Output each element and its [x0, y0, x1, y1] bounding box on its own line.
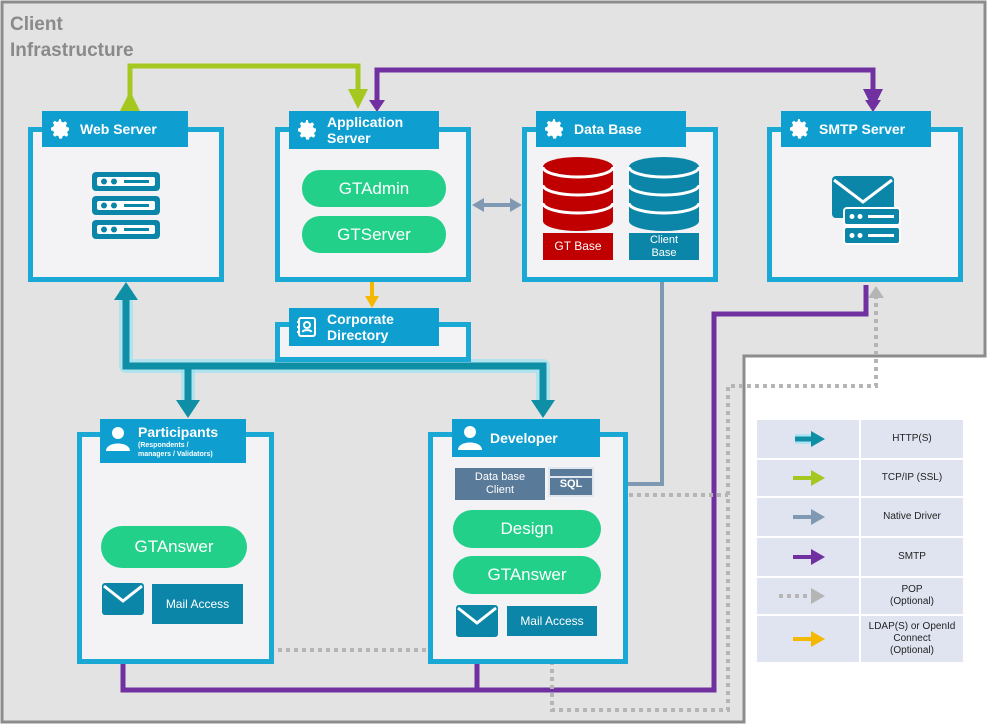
participants-subtitle: (Respondents /managers / Validators) — [138, 442, 213, 458]
legend-row-ldap: LDAP(S) or OpenId Connect (Optional) — [757, 616, 963, 662]
legend-label: Native Driver — [883, 511, 941, 522]
gear-icon — [51, 119, 69, 139]
user-icon — [458, 426, 482, 450]
gt-base-database-icon — [541, 157, 615, 231]
sql-label: SQL — [559, 478, 583, 490]
https-connector — [114, 282, 555, 418]
legend-label: POP (Optional) — [890, 584, 934, 607]
database-header: Data Base — [536, 111, 686, 147]
smtp-connector-top — [374, 67, 883, 109]
legend-row-tcpip: TCP/IP (SSL) — [757, 460, 963, 496]
mail-icon — [456, 605, 498, 637]
participants-mail-access: Mail Access — [152, 584, 243, 624]
developer-title: Developer — [490, 430, 558, 446]
pop-connector — [550, 295, 878, 712]
mail-server-icon — [832, 176, 901, 245]
developer-mail-access: Mail Access — [507, 606, 597, 636]
gt-base-label: GT Base — [543, 233, 613, 260]
legend-label: HTTP(S) — [892, 433, 932, 444]
legend-row-https: HTTP(S) — [757, 420, 963, 458]
gear-icon — [298, 120, 316, 140]
server-icon — [92, 172, 160, 239]
legend-row-smtp: SMTP — [757, 538, 963, 576]
client-base-database-icon — [627, 157, 701, 231]
gtserver-pill: GTServer — [302, 216, 446, 253]
address-book-icon — [297, 317, 316, 337]
smtp-connector-bottom — [120, 285, 869, 693]
user-icon — [106, 427, 130, 451]
gtadmin-pill: GTAdmin — [302, 170, 446, 207]
web-server-label: Web Server — [80, 121, 157, 137]
legend-label: SMTP — [898, 551, 926, 562]
sql-window-icon: SQL — [548, 467, 594, 497]
smtp-server-label: SMTP Server — [819, 121, 906, 137]
smtp-server-header: SMTP Server — [781, 111, 931, 147]
title-line-1: Client — [10, 14, 63, 35]
participants-title: Participants — [138, 424, 219, 440]
web-server-header: Web Server — [42, 111, 188, 147]
developer-header: Developer — [452, 419, 600, 457]
legend-row-native-driver: Native Driver — [757, 498, 963, 536]
native-driver-db-client — [612, 278, 664, 486]
participants-header: Participants (Respondents /managers / Va… — [100, 419, 246, 463]
developer-gtanswer-pill: GTAnswer — [453, 556, 601, 594]
legend-label: LDAP(S) or OpenId Connect (Optional) — [868, 621, 956, 656]
design-pill: Design — [453, 510, 601, 548]
gear-icon — [790, 119, 808, 139]
participants-gtanswer-pill: GTAnswer — [101, 526, 247, 568]
legend-row-pop: POP (Optional) — [757, 578, 963, 614]
page-title: Client Infrastructure — [10, 12, 134, 64]
mail-icon — [102, 583, 144, 615]
gear-icon — [545, 119, 563, 139]
legend-label: TCP/IP (SSL) — [881, 472, 943, 483]
tcpip-connector — [120, 63, 368, 112]
database-label: Data Base — [574, 121, 642, 137]
title-line-2: Infrastructure — [10, 40, 134, 61]
